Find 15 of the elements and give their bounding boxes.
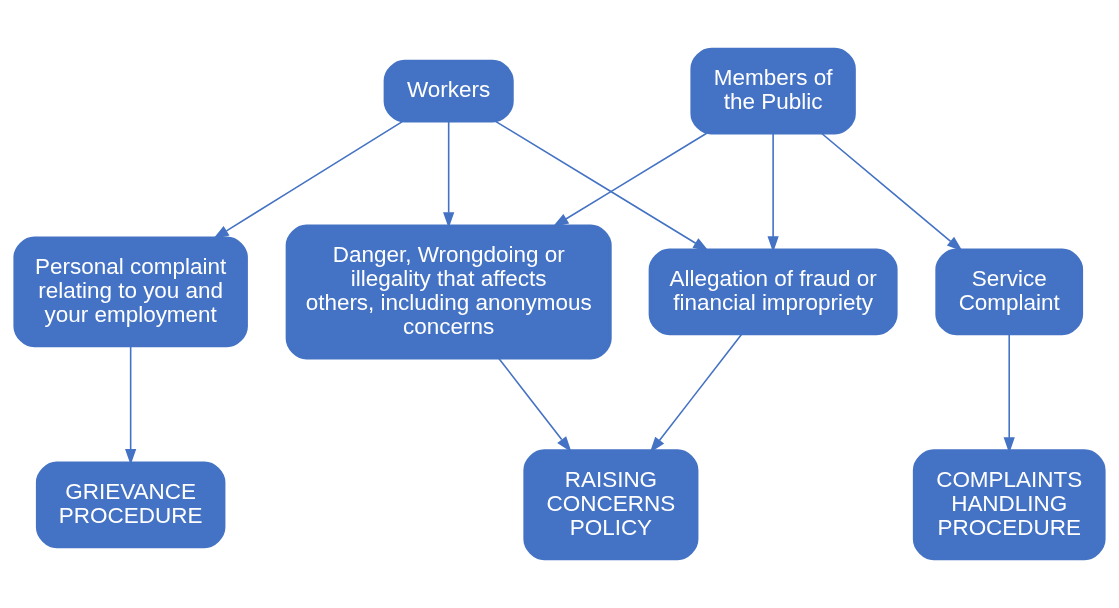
- node-box: Allegation of fraud or financial impropriety: [648, 248, 898, 336]
- arrow: [494, 120, 710, 252]
- node-box: Members of the Public: [690, 47, 856, 135]
- node-box: Workers: [383, 59, 514, 123]
- arrow: [212, 120, 404, 240]
- arrow: [497, 357, 572, 453]
- arrow: [552, 132, 708, 228]
- node-box: COMPLAINTS HANDLING PROCEDURE: [912, 449, 1106, 561]
- arrow: [820, 132, 963, 252]
- node-box: RAISING CONCERNS POLICY: [523, 449, 699, 561]
- arrow: [649, 333, 743, 453]
- node-box: Personal complaint relating to you and your employment: [13, 236, 248, 348]
- node-box: GRIEVANCE PROCEDURE: [35, 461, 226, 549]
- node-box: Service Complaint: [935, 248, 1084, 336]
- node-box: Danger, Wrongdoing or illegality that affects others, including anonymous concerns: [285, 224, 612, 360]
